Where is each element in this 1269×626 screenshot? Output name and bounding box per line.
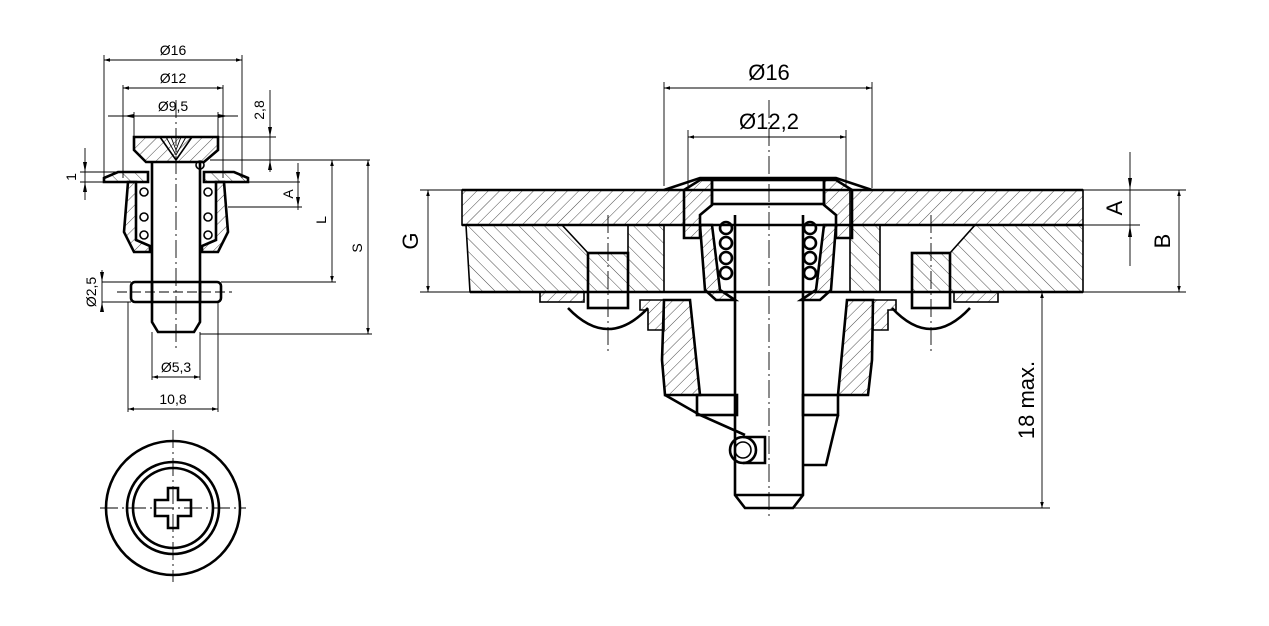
dim-pin-dia: Ø2,5 [83, 277, 99, 308]
dim-assembly-outer-dia: Ø16 [748, 60, 790, 85]
dim-b: B [1150, 234, 1175, 249]
dim-head-height: 2,8 [251, 100, 267, 120]
dim-mid-dia: Ø12 [160, 70, 187, 86]
dim-outer-dia: Ø16 [160, 42, 187, 58]
side-view: Ø16 Ø12 Ø9,5 2,8 1 A L S [63, 42, 372, 412]
assembly-section: Ø16 Ø12,2 G A B 18 max. [398, 60, 1186, 520]
phillips-cross-icon [153, 486, 193, 530]
spring-coils [139, 160, 213, 240]
top-view [100, 430, 246, 582]
dim-flange-thickness: 1 [63, 173, 79, 181]
dim-hole-dia: Ø12,2 [739, 109, 799, 134]
dim-l: L [313, 216, 329, 224]
dim-s: S [349, 243, 365, 252]
dim-protrusion: 18 max. [1014, 361, 1039, 439]
spring-coils [718, 220, 818, 281]
dim-shaft-dia: Ø5,3 [161, 359, 192, 375]
dim-a-assembly: A [1102, 200, 1127, 215]
dim-head-dia: Ø9,5 [158, 98, 189, 114]
dim-g: G [398, 232, 423, 249]
dim-a-side: A [280, 189, 296, 199]
dim-pin-length: 10,8 [159, 391, 186, 407]
